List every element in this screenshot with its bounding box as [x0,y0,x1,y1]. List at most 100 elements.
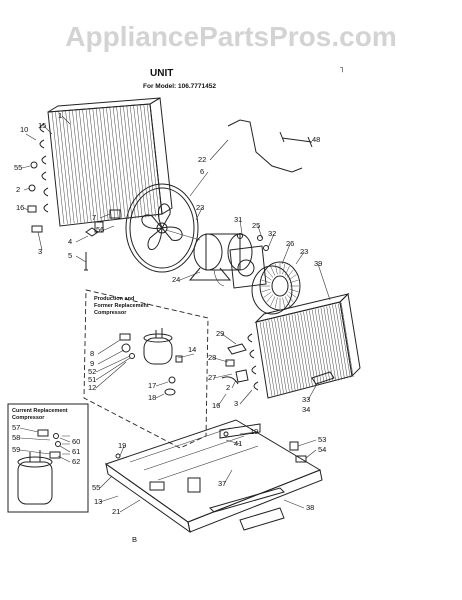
coil-fin [140,104,153,218]
part-label: 57 [12,423,20,432]
part-label: 23 [300,247,308,256]
part-label: 28 [208,353,216,362]
part-label: 7 [92,213,96,222]
part-label: 25 [252,221,260,230]
leader-line [239,389,253,405]
part-label: 22 [198,155,206,164]
coil-fin [326,306,339,381]
corner-mark: ┐ [339,63,345,73]
leader-line [231,379,237,389]
leader-lines [19,115,331,513]
coil-fin [282,316,296,391]
blower-blade [266,269,274,278]
part-label: 33 [302,395,310,404]
leader-line [209,139,229,161]
leader-line [103,225,115,231]
coil-fin [294,313,308,388]
part-label: 6 [200,167,204,176]
part-label: 32 [268,229,276,238]
evaporator-coil [39,97,173,227]
part-label: 54 [318,445,326,454]
base-pan [104,419,323,534]
leader-line [295,251,305,265]
model-line: For Model: 106.7771452 [143,83,216,90]
blower-blade [288,274,297,281]
part-label: 58 [12,433,20,442]
blower-blade [284,265,290,276]
part-label: 52 [88,367,96,376]
coil-fin [82,109,95,222]
coil-fin [332,304,345,380]
coil-fin [58,111,72,224]
leader-line [19,437,51,441]
part-label: 9 [90,359,94,368]
right-coil-parts [221,343,335,385]
blower-blade [286,294,294,303]
coil-fin [280,317,293,392]
parts-53-54 [289,441,307,463]
coil-fin [306,311,319,386]
coil-fin [271,319,284,394]
blower-blade [263,274,272,281]
coil-fin [136,105,150,218]
part-label: 17 [148,381,156,390]
bottom-mark: B [132,535,137,544]
part-label: 21 [112,507,120,516]
blower-blade [263,291,272,298]
part-label: 15 [38,121,46,130]
part-label: 18 [148,393,156,402]
part-label: 55 [14,163,22,172]
part-label: 10 [20,125,28,134]
leader-line [283,499,305,509]
leader-line [99,475,113,489]
leader-line [297,439,317,447]
coil-fin [99,108,112,221]
blower-blade [270,296,276,307]
leader-line [179,271,201,281]
part-label: 48 [312,135,320,144]
coil-fin [126,106,140,219]
current-box-title-2: Compressor [12,415,45,421]
coil-fin [311,309,325,384]
leader-line [305,449,317,459]
leader-line [223,469,233,485]
coil-fin [119,106,133,219]
part-label: 16 [212,401,220,410]
leader-line [177,353,195,359]
leader-line [221,333,237,345]
coil-fin [75,110,89,223]
leader-line [189,171,209,197]
motor-mount-bracket [229,245,267,289]
coil-fin [85,109,99,222]
part-label: 56 [96,225,104,234]
leader-line [225,439,241,445]
part-label: 29 [216,329,224,338]
part-label: 41 [234,439,242,448]
part-label: 2 [16,185,20,194]
part-label: 5 [68,251,72,260]
coil-fin [314,309,328,384]
coil-fin [123,106,136,219]
coil-fin [106,107,119,220]
leader-line [257,225,263,239]
coil-fin [61,111,75,224]
coil-fin [102,107,116,220]
blower-blade [289,288,299,293]
coil-fin [268,319,281,395]
part-label: 55 [92,483,100,492]
blower-blade [282,297,286,309]
leader-line [213,357,229,363]
part-label: 12 [88,383,96,392]
blower-blade [284,296,290,307]
part-label: 27 [208,373,216,382]
leader-line [317,263,331,301]
coil-fin [78,109,92,222]
coil-fin [274,318,287,393]
leader-line [155,381,169,387]
part-label: 4 [68,237,72,246]
rod-and-cord [227,119,313,173]
coil-fin [309,310,322,385]
leader-line [155,393,165,399]
leader-line [61,115,71,125]
coil-fin [262,321,276,396]
